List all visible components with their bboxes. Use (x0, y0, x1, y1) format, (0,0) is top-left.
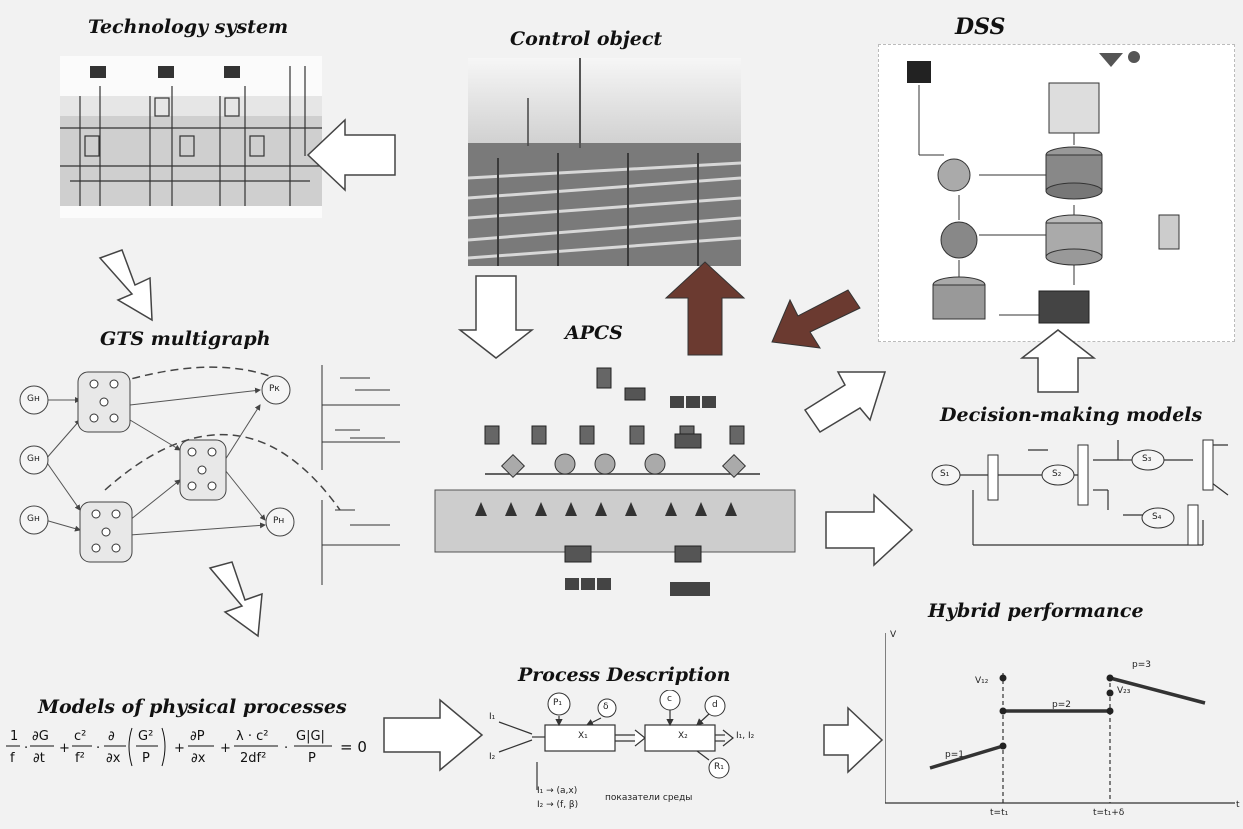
process-output: I₁, I₂ (736, 731, 755, 741)
svg-text:+: + (59, 741, 70, 756)
process-input-2: I₂ (489, 752, 496, 762)
arrow-apcs-to-decision (825, 493, 914, 567)
arrow-apcs-up-dark (664, 261, 746, 356)
svg-text:c²: c² (74, 729, 86, 744)
multigraph-node-5: Pн (273, 516, 285, 526)
process-description-title: Process Description (518, 664, 731, 686)
svg-text:P: P (308, 751, 316, 766)
process-circle-p1: P₁ (553, 698, 563, 708)
control-object-photo (468, 58, 741, 266)
process-circle-delta: δ (603, 702, 609, 712)
hybrid-label-v12: V₁₂ (975, 676, 989, 686)
arrow-photo-to-apcs (457, 275, 535, 359)
process-circle-c: c (667, 694, 672, 704)
pipeline-photo (468, 58, 741, 266)
svg-text:f²: f² (75, 751, 85, 766)
multigraph-node-2: Gн (27, 454, 40, 464)
multigraph-node-4: Pк (269, 384, 280, 394)
svg-text:G|G|: G|G| (296, 729, 325, 744)
svg-text:∂x: ∂x (106, 751, 121, 766)
svg-text:∂: ∂ (108, 729, 115, 744)
decision-node-1: S₁ (940, 469, 950, 479)
process-circle-r1: R₁ (714, 762, 724, 772)
decision-node-4: S₄ (1152, 512, 1162, 522)
process-block-2: X₂ (678, 731, 688, 741)
arrow-apcs-to-decision-left (803, 371, 887, 434)
svg-text:1: 1 (10, 729, 18, 744)
arrow-physical-to-process (383, 698, 484, 772)
arrow-dss-to-apcs-dark (771, 289, 861, 349)
arrow-process-to-hybrid (823, 706, 884, 774)
process-legend-2: I₂ → (f, β) (537, 800, 579, 810)
process-legend-note: показатели среды (605, 793, 693, 803)
multigraph-node-1: Gн (27, 394, 40, 404)
decision-models-title: Decision-making models (940, 404, 1203, 426)
decision-models-diagram (931, 439, 1229, 546)
technology-system-title: Technology system (88, 16, 289, 38)
svg-text:+: + (220, 741, 231, 756)
decision-node-2: S₂ (1052, 469, 1062, 479)
apcs-diagram (434, 367, 796, 596)
gts-multigraph-diagram (19, 365, 400, 585)
physical-equation: 1 f · ∂G ∂t + c² f² · ∂ ∂x G² P + ∂P ∂x … (6, 722, 386, 774)
svg-text:∂P: ∂P (190, 729, 205, 744)
svg-text:·: · (284, 741, 288, 756)
process-legend-1: I₁ → (a,x) (537, 786, 578, 796)
svg-text:f: f (10, 751, 15, 766)
svg-text:λ · c²: λ · c² (236, 729, 268, 744)
control-object-title: Control object (510, 28, 663, 50)
apcs-title: APCS (565, 322, 623, 344)
hybrid-x-axis-label: t (1236, 800, 1240, 810)
technology-system-scheme (60, 56, 322, 218)
hybrid-tick-t1d: t=t₁+δ (1093, 808, 1125, 818)
hybrid-label-v23: V₂₃ (1117, 686, 1131, 696)
svg-text:= 0: = 0 (340, 738, 367, 756)
dss-flowchart (907, 51, 1180, 324)
decision-node-3: S₃ (1142, 454, 1152, 464)
svg-text:∂t: ∂t (33, 751, 45, 766)
process-description-diagram (498, 690, 734, 790)
process-circle-d: d (712, 700, 718, 710)
hybrid-y-axis-label: V (890, 630, 897, 640)
hybrid-label-p2: p=2 (1052, 700, 1071, 710)
process-block-1: X₁ (578, 731, 588, 741)
gts-multigraph-title: GTS multigraph (100, 328, 271, 350)
svg-text:G²: G² (138, 729, 153, 744)
hybrid-label-p3: p=3 (1132, 660, 1151, 670)
svg-text:2df²: 2df² (240, 751, 266, 766)
hybrid-performance-chart (885, 633, 1235, 804)
process-input-1: I₁ (489, 712, 496, 722)
models-physical-title: Models of physical processes (38, 696, 347, 718)
dss-diagram (878, 44, 1235, 342)
arrow-to-multigraph (98, 249, 153, 322)
hybrid-performance-title: Hybrid performance (928, 600, 1144, 622)
dss-title: DSS (955, 14, 1006, 40)
svg-text:∂x: ∂x (191, 751, 206, 766)
svg-text:·: · (96, 741, 100, 756)
equation-svg: 1 f · ∂G ∂t + c² f² · ∂ ∂x G² P + ∂P ∂x … (6, 727, 367, 767)
svg-text:·: · (24, 741, 28, 756)
svg-text:+: + (174, 741, 185, 756)
technology-system-drawing (60, 66, 322, 206)
hybrid-label-p1: p=1 (945, 750, 964, 760)
svg-text:P: P (142, 751, 150, 766)
hybrid-tick-t1: t=t₁ (990, 808, 1009, 818)
multigraph-node-3: Gн (27, 514, 40, 524)
svg-text:∂G: ∂G (32, 729, 49, 744)
